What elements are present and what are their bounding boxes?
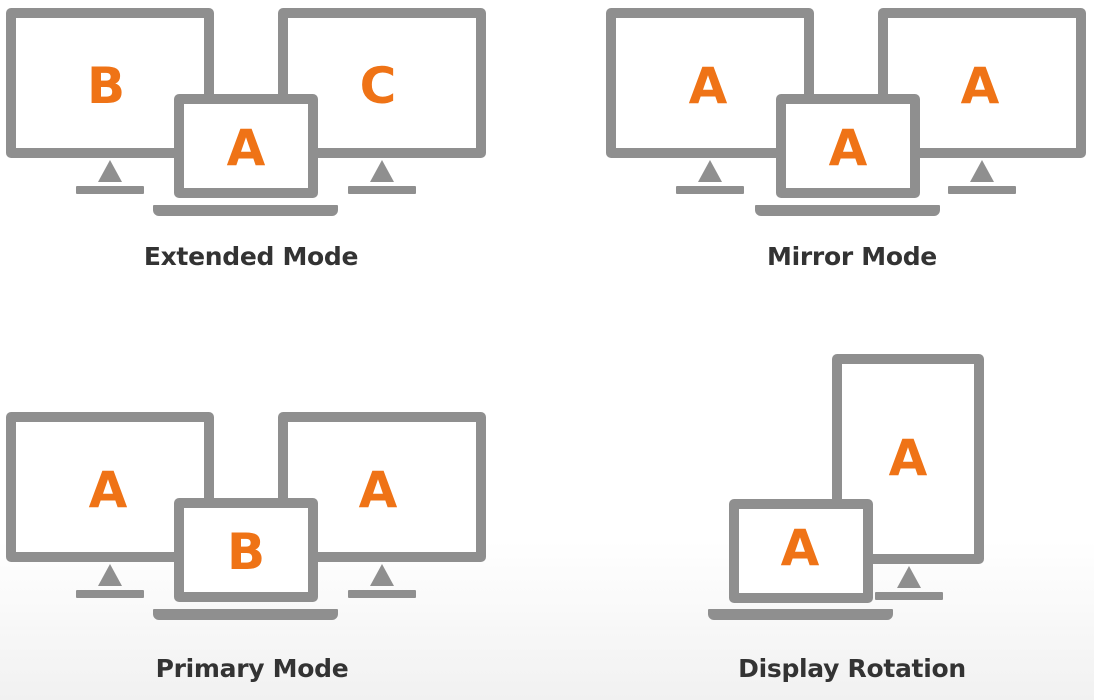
right-monitor-letter: C [359,57,397,115]
laptop-base [755,205,940,216]
laptop-screen [776,94,920,198]
left-monitor-letter: A [688,57,728,115]
laptop-screen [729,499,873,603]
left-monitor-foot [76,186,144,194]
laptop-base [153,205,338,216]
portrait-monitor-neck [897,566,921,588]
left-monitor-letter: A [88,461,128,519]
right-monitor-neck [370,564,394,586]
laptop-base [708,609,893,620]
right-monitor-letter: A [960,57,1000,115]
left-monitor-screen [6,8,214,158]
laptop-screen [174,94,318,198]
left-monitor-neck [698,160,722,182]
laptop-screen [174,498,318,602]
left-monitor-screen [6,412,214,562]
laptop-letter: A [226,119,266,177]
primary-mode-caption: Primary Mode [155,654,349,683]
laptop-letter: A [828,119,868,177]
mirror-mode-caption: Mirror Mode [767,242,937,271]
right-monitor-neck [970,160,994,182]
left-monitor-neck [98,564,122,586]
laptop-letter: B [226,523,266,581]
laptop-letter: A [780,519,820,577]
right-monitor-foot [348,186,416,194]
right-monitor-foot [948,186,1016,194]
left-monitor-foot [76,590,144,598]
right-monitor-letter: A [358,461,398,519]
extended-mode-caption: Extended Mode [143,242,359,271]
left-monitor-neck [98,160,122,182]
left-monitor-letter: B [86,57,126,115]
portrait-monitor-letter: A [888,429,928,487]
right-monitor-foot [348,590,416,598]
portrait-monitor-foot [875,592,943,600]
laptop-base [153,609,338,620]
right-monitor-neck [370,160,394,182]
display-rotation-caption: Display Rotation [738,654,966,683]
left-monitor-foot [676,186,744,194]
